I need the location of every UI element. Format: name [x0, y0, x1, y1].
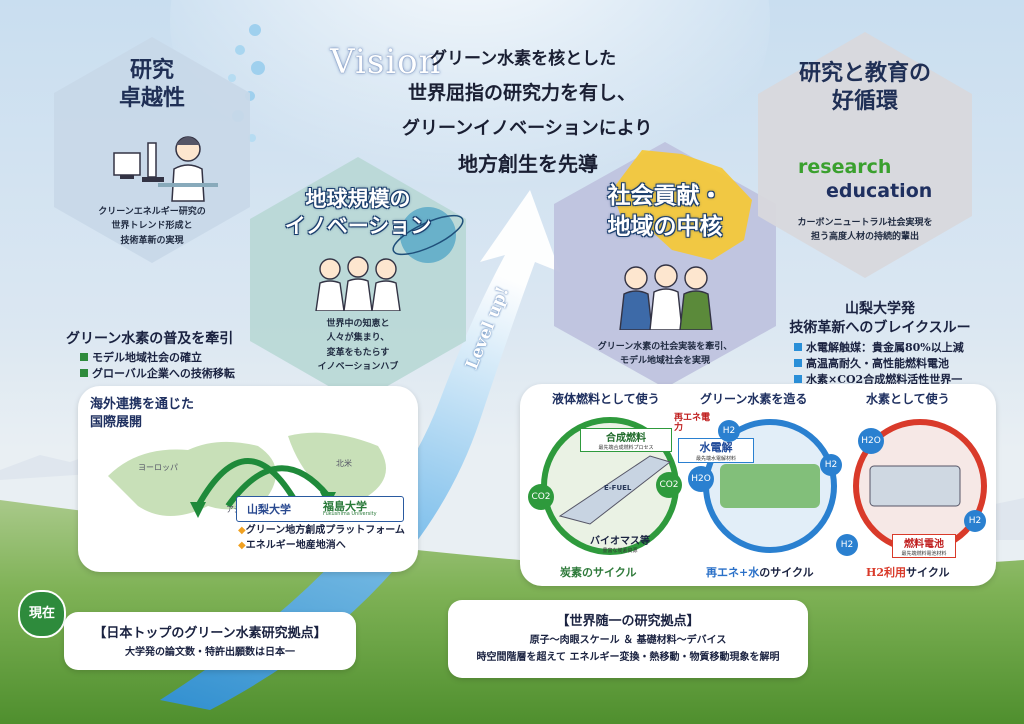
breakthrough-title2: 技術革新へのブレイクスルー: [789, 319, 971, 336]
hex-title-line1: 研究: [129, 57, 174, 83]
cycle-diagram: [541, 417, 987, 555]
hex-desc-line3: 技術革新の実現: [120, 235, 184, 246]
blue-square-icon: [794, 374, 802, 383]
vision-block: Vision グリーン水素を核とした 世界屈指の研究力を有し、 グリーンイノベー…: [330, 38, 660, 188]
cycle-caption-carbon: 炭素のサイクル: [560, 566, 637, 579]
scientists-group-illustration: [315, 256, 401, 311]
world-map-illustration: [108, 432, 386, 518]
university2-logo: 福島大学: [323, 500, 367, 513]
list-item: ◆エネルギー地産地消へ: [238, 539, 346, 551]
cycle-caption-renewable: 再エネ+水のサイクル: [706, 566, 814, 579]
hex-desc-line1: 世界中の知恵と: [326, 319, 390, 329]
university2-sub: Fukushima University: [323, 511, 377, 517]
world-panel-title1: 海外連携を通じた: [90, 397, 195, 412]
hex-title-line2: イノベーション: [284, 213, 432, 239]
list-item: 水素×CO2合成燃料活性世界一: [794, 372, 1000, 388]
current-box: 【日本トップのグリーン水素研究拠点】 大学発の論文数・特許出願数は日本一: [64, 612, 356, 670]
list-item: 水電解触媒：貴金属80%以上減: [794, 340, 1000, 356]
university1-logo: 山梨大学: [247, 503, 291, 516]
hex-title-line2: 好循環: [831, 87, 898, 114]
hex-global-innovation: 地球規模の イノベーション 世界中の知恵と 人々が集まり、 変革をもたらす イノ…: [248, 155, 468, 405]
co2-badge: CO2: [656, 472, 682, 498]
cycle-caption-h2: H2利用サイクル: [866, 566, 950, 579]
research-base-box: 【世界随一の研究拠点】 原子～肉眼スケール ＆ 基礎材料～デバイス 時空間階層を…: [448, 600, 808, 678]
cycle-head3: 水素として使う: [866, 392, 950, 406]
diamond-icon: ◆: [238, 539, 246, 551]
map-label-europe: ヨーロッパ: [138, 463, 178, 472]
hex-social-contribution: 社会貢献・ 地域の中核 グリーン水素の社会実装を牽引、 モデル地域社会を実現: [552, 140, 778, 390]
hex-title-line1: 地球規模の: [305, 186, 411, 211]
vision-line2: 世界屈指の研究力を有し、: [408, 82, 637, 104]
current-title: 【日本トップのグリーン水素研究拠点】: [93, 626, 327, 641]
hex-desc-line1: グリーン水素の社会実装を牽引、: [597, 342, 733, 352]
current-badge: 現在: [18, 590, 66, 638]
hex-title-line1: 社会貢献・: [607, 182, 723, 209]
cycle-panel: 液体燃料として使う グリーン水素を造る 水素として使う 合成燃料 最先端合成燃料…: [520, 384, 996, 586]
hexagon-shape: [758, 32, 972, 278]
breakthrough-title1: 山梨大学発: [845, 301, 915, 317]
hex-desc-line2: 担う高度人材の持続的輩出: [810, 232, 919, 243]
blue-square-icon: [794, 342, 802, 351]
hex-desc-line4: イノベーションハブ: [317, 362, 399, 373]
current-desc: 大学発の論文数・特許出願数は日本一: [125, 647, 295, 658]
globe-icon: [392, 207, 464, 263]
hex-title-line2: 卓越性: [118, 84, 185, 111]
h2-badge: H2: [820, 454, 842, 476]
list-item: グローバル企業への技術移転: [80, 366, 306, 382]
green-hydrogen-lead-title: グリーン水素の普及を牽引: [66, 331, 234, 347]
vision-line1: グリーン水素を核とした: [430, 49, 617, 69]
research-base-title: 【世界随一の研究拠点】: [556, 614, 700, 629]
efuel-label: E-FUEL: [604, 484, 632, 492]
synth-fuel-badge: 合成燃料 最先端合成燃料プロセス: [580, 428, 672, 452]
world-panel-title2: 国際展開: [90, 415, 143, 431]
hex-desc-line2: 世界トレンド形成と: [111, 221, 193, 232]
biomass-label: バイオマス等 豊富な炭素資源: [590, 536, 650, 554]
hex-desc-line1: クリーンエネルギー研究の: [98, 207, 206, 217]
research-word: research: [798, 156, 892, 178]
hex-desc-line2: 人々が集まり、: [326, 333, 390, 344]
renewable-label: 再エネ電力: [674, 413, 711, 433]
vision-line4: 地方創生を先導: [458, 152, 598, 176]
research-base-line1: 原子～肉眼スケール ＆ 基礎材料～デバイス: [529, 635, 727, 646]
h2o-badge: H2O: [688, 466, 714, 492]
cycle-head1: 液体燃料として使う: [552, 392, 660, 406]
hex-desc-line3: 変革をもたらす: [326, 347, 390, 358]
list-item: 高温高耐久・高性能燃料電池: [794, 356, 1000, 372]
h2o-badge: H2O: [858, 428, 884, 454]
green-hydrogen-lead: グリーン水素の普及を牽引 モデル地域社会の確立 グローバル企業への技術移転: [66, 328, 306, 382]
h2-badge: H2: [836, 534, 858, 556]
hex-title-line2: 地域の中核: [607, 213, 723, 241]
hex-desc-line1: カーボンニュートラル社会実現を: [797, 218, 933, 228]
education-word: education: [826, 180, 933, 202]
community-people-illustration: [619, 264, 713, 330]
h2-badge: H2: [964, 510, 986, 532]
cycle-head2: グリーン水素を造る: [700, 392, 808, 406]
blue-square-icon: [794, 358, 802, 367]
electrolysis-badge: 水電解 最先端水電解材料: [678, 438, 754, 463]
hex-virtuous-cycle: 研究と教育の 好循環 research education カーボンニュートラル…: [756, 30, 974, 280]
vision-word: Vision: [330, 42, 442, 82]
green-square-icon: [80, 368, 88, 377]
microscope-researcher-illustration: [113, 136, 218, 202]
hex-research-excellence: 研究 卓越性 クリーンエネルギー研究の 世界トレンド形成と 技術革新の実現: [52, 35, 252, 265]
diamond-icon: ◆: [238, 525, 246, 536]
co2-badge: CO2: [528, 484, 554, 510]
hex-title-line1: 研究と教育の: [798, 60, 931, 86]
h2-badge: H2: [718, 420, 740, 442]
world-panel: 海外連携を通じた 国際展開 ヨーロッパ 北米 アジア 山梨大学 福島大学 Fuk…: [78, 386, 418, 572]
breakthrough-block: 山梨大学発 技術革新へのブレイクスルー 水電解触媒：貴金属80%以上減 高温高耐…: [760, 300, 1000, 388]
hex-desc-line2: モデル地域社会を実現: [619, 356, 710, 367]
list-item: モデル地域社会の確立: [80, 350, 306, 366]
green-square-icon: [80, 353, 88, 361]
vision-line3: グリーンイノベーションにより: [402, 118, 653, 139]
map-label-north-america: 北米: [336, 459, 352, 468]
university-logos: 山梨大学 福島大学 Fukushima University: [236, 496, 404, 522]
list-item: ◆グリーン地方創成プラットフォーム: [238, 525, 405, 536]
fuel-cell-badge: 燃料電池 最先端燃料電池材料: [892, 534, 956, 558]
research-base-line2: 時空間階層を超えて エネルギー変換・熱移動・物質移動現象を解明: [476, 652, 780, 663]
